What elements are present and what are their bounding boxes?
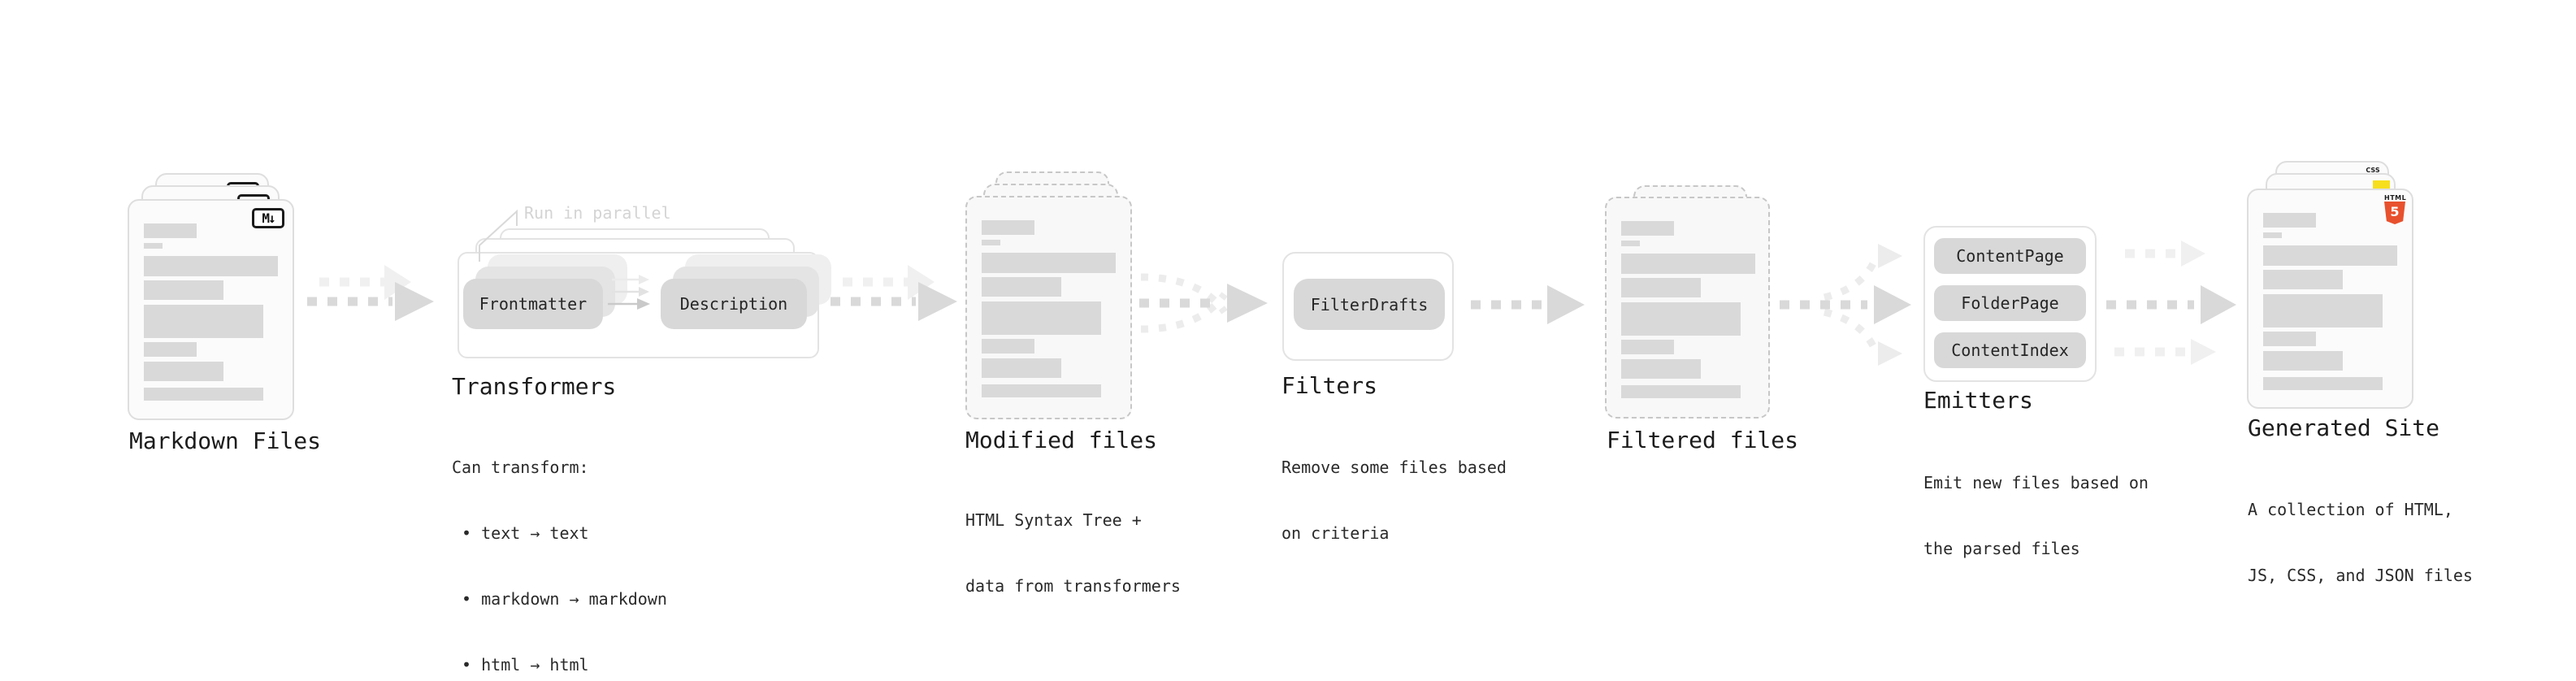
modified-files-caption: HTML Syntax Tree + data from transformer… — [965, 466, 1181, 641]
arrow-emitters-to-site — [2106, 241, 2236, 365]
caption-line: A collection of HTML, — [2248, 500, 2453, 519]
markdown-file-card-front: M↓ — [128, 199, 294, 420]
run-in-parallel-annotation: Run in parallel — [524, 203, 671, 223]
stage-title-filtered-files: Filtered files — [1607, 427, 1799, 453]
filtered-file-card-front — [1605, 197, 1770, 419]
caption-bullet: • markdown → markdown — [452, 589, 667, 609]
arrow-filters-to-filtered — [1471, 285, 1585, 324]
arrow-markdown-to-transformers — [307, 265, 434, 321]
stage-title-modified-files: Modified files — [965, 427, 1158, 453]
site-file-card-html: HTML 5 — [2247, 189, 2413, 409]
html5-icon-label: HTML — [2384, 194, 2407, 202]
frontmatter-pill: Frontmatter — [463, 279, 603, 329]
stage-title-emitters: Emitters — [1923, 387, 2033, 414]
caption-line: JS, CSS, and JSON files — [2248, 566, 2473, 585]
arrow-filtered-to-emitters — [1780, 244, 1911, 366]
html5-icon-shield: 5 — [2384, 202, 2405, 224]
caption-line: the parsed files — [1923, 539, 2080, 558]
document-placeholder-lines — [129, 201, 293, 419]
contentpage-pill: ContentPage — [1934, 238, 2086, 274]
modified-file-card-front — [965, 196, 1132, 419]
caption-line: Can transform: — [452, 458, 589, 477]
filterdrafts-pill: FilterDrafts — [1294, 279, 1445, 330]
description-pill: Description — [661, 279, 807, 329]
caption-bullet: • html → html — [452, 655, 589, 674]
caption-line: data from transformers — [965, 576, 1181, 596]
caption-bullet: • text → text — [452, 523, 589, 543]
arrow-modified-to-filters — [1139, 273, 1268, 333]
caption-line: on criteria — [1281, 523, 1390, 543]
document-placeholder-lines — [1607, 198, 1768, 417]
caption-line: Remove some files based — [1281, 458, 1507, 477]
stage-title-filters: Filters — [1281, 372, 1378, 399]
generated-site-caption: A collection of HTML, JS, CSS, and JSON … — [2248, 455, 2473, 631]
html5-icon: HTML 5 — [2384, 194, 2407, 224]
css-icon-label: CSS — [2366, 167, 2380, 174]
markdown-icon: M↓ — [252, 208, 284, 228]
transformers-caption: Can transform: • text → text • markdown … — [452, 413, 667, 681]
document-placeholder-lines — [2249, 190, 2412, 407]
stage-title-markdown-files: Markdown Files — [129, 427, 322, 454]
arrow-transformers-to-modified — [830, 265, 957, 321]
emitters-caption: Emit new files based on the parsed files — [1923, 428, 2149, 604]
caption-line: HTML Syntax Tree + — [965, 510, 1142, 530]
stage-title-transformers: Transformers — [452, 373, 617, 400]
stage-title-generated-site: Generated Site — [2248, 414, 2440, 441]
caption-line: Emit new files based on — [1923, 473, 2149, 492]
document-placeholder-lines — [967, 197, 1130, 418]
folderpage-pill: FolderPage — [1934, 285, 2086, 321]
filters-caption: Remove some files based on criteria — [1281, 413, 1507, 588]
contentindex-pill: ContentIndex — [1934, 332, 2086, 368]
